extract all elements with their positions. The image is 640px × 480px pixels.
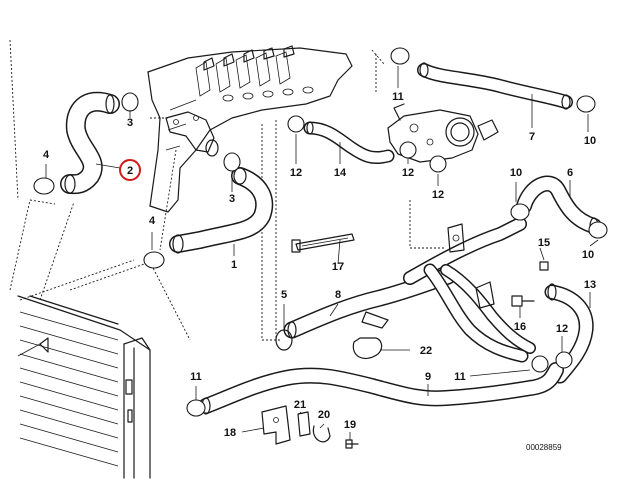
callout-labels: 4 2 3 3 4 1 11 12 14 12 12 7 10 10 6 15 … (43, 91, 596, 439)
cable-tie (291, 233, 355, 253)
hose-8 (516, 175, 602, 235)
callout-12-d: 12 (556, 323, 568, 335)
callout-8: 6 (567, 167, 573, 179)
callout-22: 22 (420, 345, 432, 357)
callout-5: 8 (335, 289, 341, 301)
leader-lines (17, 66, 599, 440)
small-parts (261, 261, 549, 449)
highlight-ring (119, 159, 141, 181)
callout-7: 9 (425, 371, 431, 383)
hose-9 (417, 62, 573, 110)
callout-4-left: 4 (43, 149, 50, 161)
callout-2: 2 (127, 165, 133, 177)
callout-12-a: 12 (290, 167, 302, 179)
throttle-body (387, 103, 499, 163)
callout-3-lower: 3 (229, 193, 235, 205)
callout-11-right: 11 (454, 371, 466, 383)
callout-4-mid: 4 (149, 215, 156, 227)
pipe-assembly (403, 217, 536, 363)
diagram-reference-number: 00028859 (526, 443, 562, 452)
callout-20: 20 (318, 409, 330, 421)
callout-13: 13 (584, 279, 596, 291)
thermostat-housing (165, 111, 219, 157)
callout-12-c: 12 (432, 189, 444, 201)
callout-11-top: 11 (392, 91, 404, 103)
callout-17: 17 (332, 261, 344, 273)
hose-clamps (33, 47, 608, 417)
hose-1 (169, 167, 274, 254)
hose-2 (60, 91, 120, 195)
callout-19: 19 (344, 419, 356, 431)
callout-14: 14 (334, 167, 347, 179)
callout-16: 16 (514, 321, 526, 333)
callout-12-b: 12 (402, 167, 414, 179)
callout-18: 18 (224, 427, 236, 439)
hose-5 (283, 267, 457, 339)
callout-21: 21 (294, 399, 306, 411)
callout-10-mid: 10 (510, 167, 522, 179)
callout-10-low: 10 (582, 249, 594, 261)
callout-10-top: 10 (584, 135, 596, 147)
callout-1: 1 (231, 259, 237, 271)
callout-15: 15 (538, 237, 550, 249)
callout-9: 7 (529, 131, 535, 143)
hose-7 (198, 362, 564, 415)
engine-block (147, 45, 353, 213)
callout-3-upper: 3 (127, 117, 133, 129)
radiator (17, 295, 151, 479)
callout-6: 5 (281, 289, 287, 301)
callout-11-left: 11 (190, 371, 202, 383)
hose-14 (303, 121, 395, 165)
